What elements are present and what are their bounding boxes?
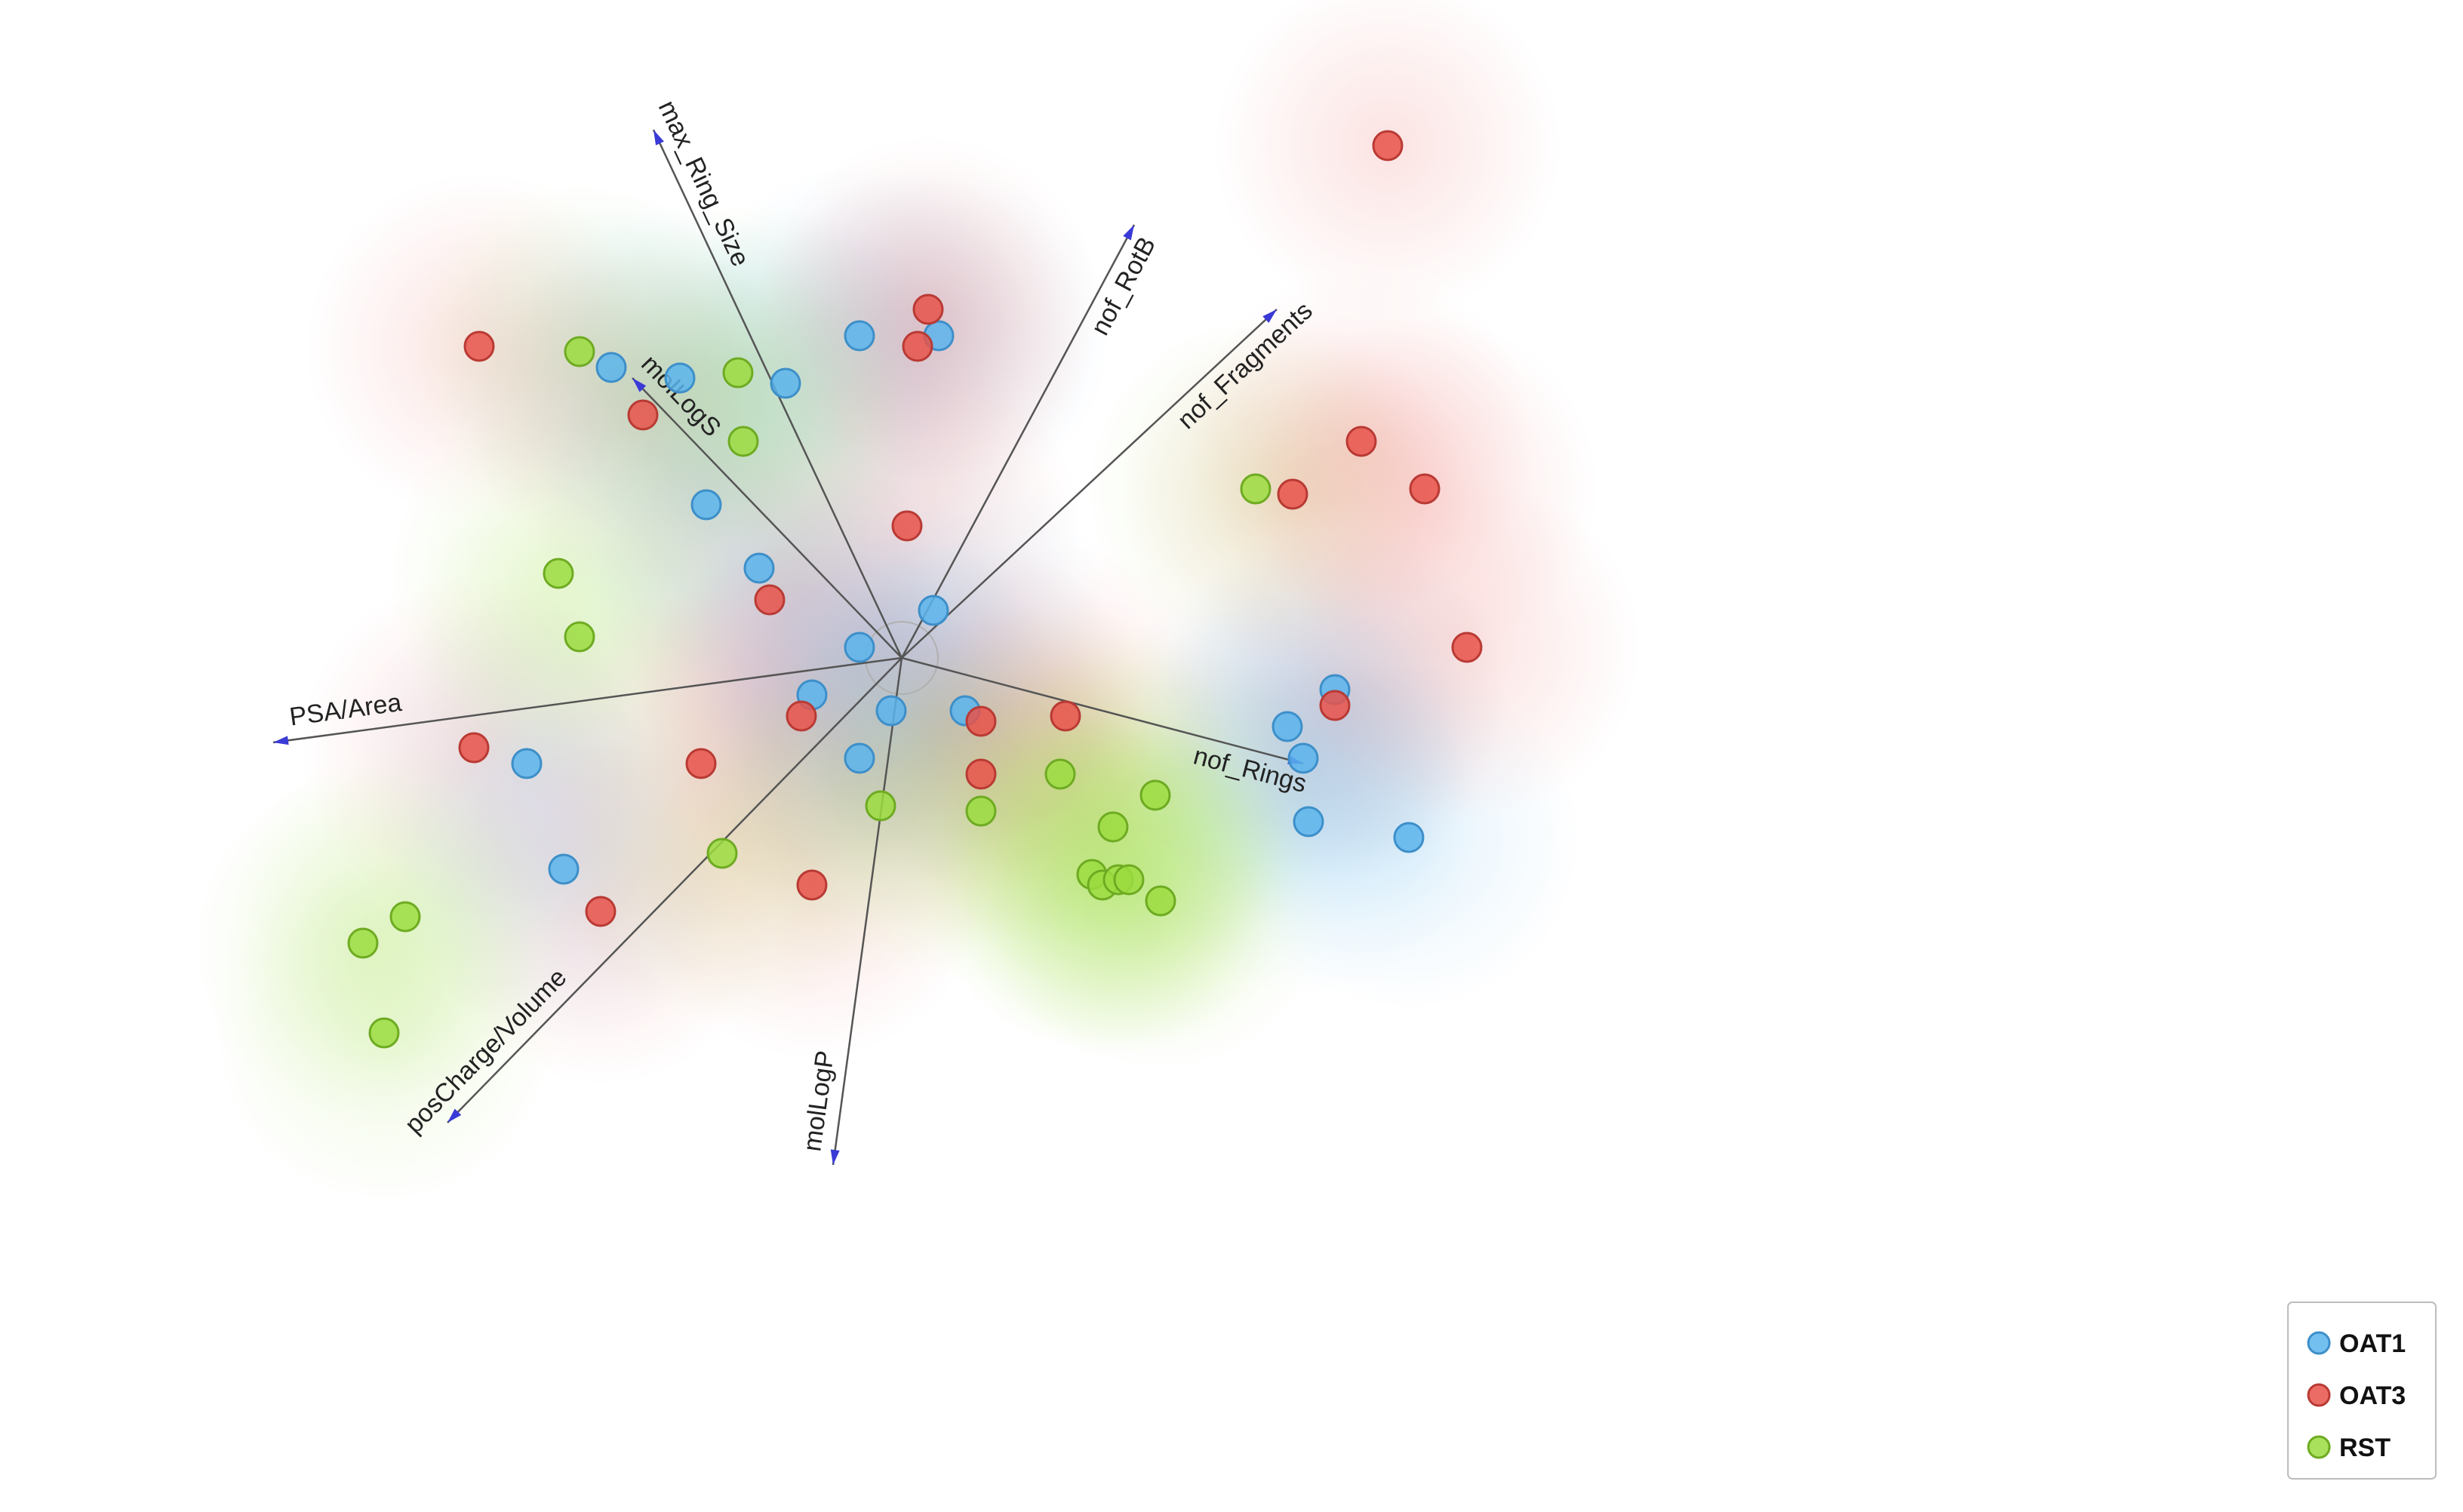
point-oat3-14[interactable] (458, 732, 490, 764)
point-oat1-6[interactable] (743, 552, 775, 584)
loading-line-nof-fragments (901, 309, 1278, 659)
point-oat1-2[interactable] (595, 352, 627, 383)
point-rst-10[interactable] (1097, 811, 1129, 843)
point-oat3-6[interactable] (1277, 478, 1308, 510)
legend: OAT1 OAT3 RST (2287, 1301, 2437, 1480)
point-oat1-8[interactable] (844, 632, 875, 663)
legend-label-oat3: OAT3 (2339, 1381, 2406, 1410)
point-oat1-19[interactable] (548, 853, 580, 885)
point-oat1-14[interactable] (1271, 711, 1303, 742)
point-oat3-5[interactable] (1409, 473, 1441, 505)
point-rst-17[interactable] (389, 901, 421, 933)
point-rst-3[interactable] (1240, 473, 1271, 505)
legend-marker-oat1 (2307, 1331, 2331, 1355)
loading-arrowhead-mollogp (830, 1149, 840, 1165)
point-oat3-12[interactable] (1319, 690, 1351, 721)
loading-line-poscharge-volume (447, 657, 902, 1123)
point-oat3-15[interactable] (685, 748, 717, 779)
point-oat3-18[interactable] (585, 896, 617, 927)
loading-line-nof-rings (901, 656, 1304, 765)
point-oat3-2[interactable] (627, 399, 659, 431)
point-rst-8[interactable] (865, 790, 896, 822)
point-oat3-19[interactable] (463, 330, 495, 362)
loading-arrowhead-psa-area (273, 736, 289, 745)
point-oat3-17[interactable] (796, 869, 828, 901)
point-oat3-8[interactable] (754, 584, 786, 616)
legend-marker-oat3 (2307, 1383, 2331, 1407)
point-rst-2[interactable] (727, 426, 759, 457)
point-oat3-3[interactable] (1372, 130, 1404, 161)
point-rst-0[interactable] (564, 336, 595, 367)
loading-arrowhead-poscharge-volume (447, 1108, 462, 1123)
point-oat1-12[interactable] (511, 748, 543, 779)
legend-label-oat1: OAT1 (2339, 1329, 2406, 1358)
loading-arrowhead-nof-rotb (1123, 225, 1134, 241)
point-oat1-5[interactable] (690, 489, 722, 521)
point-rst-6[interactable] (1044, 758, 1076, 790)
point-oat1-18[interactable] (1393, 822, 1425, 853)
point-rst-5[interactable] (564, 621, 595, 653)
data-points (347, 130, 1483, 1049)
loading-arrowhead-max-ring-size (653, 130, 664, 146)
point-oat3-0[interactable] (912, 293, 944, 325)
point-oat1-7[interactable] (918, 595, 949, 626)
legend-marker-rst (2307, 1435, 2331, 1459)
point-rst-4[interactable] (543, 558, 574, 589)
point-rst-11[interactable] (706, 837, 738, 869)
point-rst-15[interactable] (1113, 864, 1145, 896)
legend-item-oat1[interactable]: OAT1 (2307, 1329, 2406, 1358)
point-rst-1[interactable] (722, 357, 754, 389)
point-oat3-4[interactable] (1345, 426, 1377, 457)
loading-line-nof-rotb (900, 224, 1136, 659)
point-oat1-15[interactable] (1287, 742, 1319, 774)
point-oat1-17[interactable] (1293, 806, 1324, 837)
point-oat1-0[interactable] (844, 320, 875, 352)
point-oat3-13[interactable] (1451, 632, 1483, 663)
legend-item-rst[interactable]: RST (2307, 1434, 2391, 1462)
point-oat1-10[interactable] (875, 695, 907, 727)
point-rst-19[interactable] (368, 1017, 400, 1049)
legend-label-rst: RST (2339, 1434, 2391, 1462)
loading-line-mollogp (832, 657, 903, 1166)
point-oat3-11[interactable] (1050, 700, 1081, 732)
legend-item-oat3[interactable]: OAT3 (2307, 1381, 2406, 1410)
point-oat1-13[interactable] (844, 742, 875, 774)
point-oat1-3[interactable] (664, 362, 696, 394)
loading-arrowhead-nof-fragments (1262, 309, 1277, 324)
point-oat3-16[interactable] (965, 758, 997, 790)
point-rst-18[interactable] (347, 927, 379, 959)
point-oat3-7[interactable] (891, 510, 923, 542)
point-oat3-10[interactable] (965, 705, 997, 737)
loading-arrowhead-mollogs (632, 378, 647, 392)
point-oat3-1[interactable] (902, 330, 933, 362)
point-rst-16[interactable] (1145, 885, 1176, 917)
point-rst-7[interactable] (1139, 779, 1171, 811)
point-oat3-9[interactable] (786, 700, 817, 732)
loading-line-psa-area (272, 656, 902, 744)
point-rst-9[interactable] (965, 795, 997, 827)
loading-line-mollogs (632, 377, 902, 659)
point-oat1-4[interactable] (770, 367, 801, 399)
